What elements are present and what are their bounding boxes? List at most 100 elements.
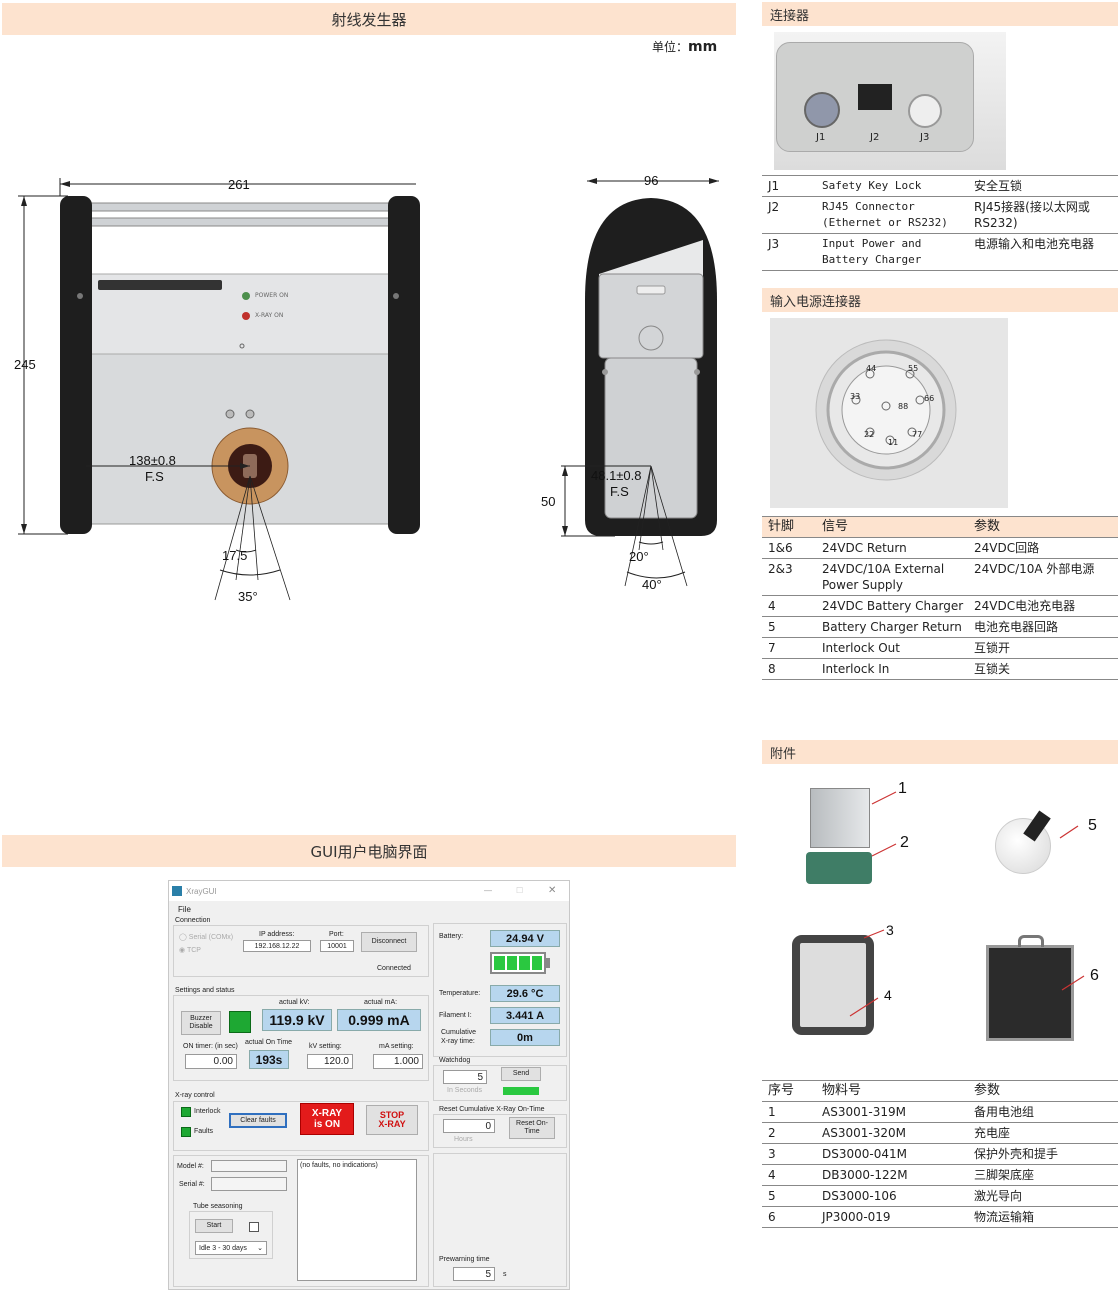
side-height-dim: 50 bbox=[541, 494, 556, 509]
param-cell: 24VDC电池充电器 bbox=[968, 595, 1118, 617]
acc-table-header: 序号物料号参数 bbox=[762, 1080, 1118, 1102]
gui-titlebar: XrayGUI — ☐ ✕ bbox=[169, 881, 569, 901]
generator-header-text: 射线发生器 bbox=[331, 10, 407, 29]
send-button[interactable]: Send bbox=[501, 1067, 541, 1081]
serial-input[interactable] bbox=[211, 1177, 287, 1191]
front-angle-small: 17.5 bbox=[222, 548, 248, 563]
reset-input[interactable]: 0 bbox=[443, 1119, 495, 1133]
on-timer-input[interactable]: 0.00 bbox=[185, 1054, 237, 1069]
maximize-icon[interactable]: ☐ bbox=[516, 886, 524, 895]
gui-header-text: GUI用户电脑界面 bbox=[310, 842, 428, 861]
filament-label: Filament I: bbox=[439, 1012, 472, 1019]
disconnect-button[interactable]: Disconnect bbox=[361, 932, 417, 952]
pin-table-header: 针脚信号参数 bbox=[762, 516, 1118, 538]
kv-setting-input[interactable]: 120.0 bbox=[307, 1054, 353, 1069]
clear-faults-button[interactable]: Clear faults bbox=[229, 1113, 287, 1128]
acc-part: DS3000-041M bbox=[816, 1143, 968, 1165]
battery-pack-image bbox=[810, 788, 870, 848]
gui-window-title: XrayGUI bbox=[186, 887, 217, 896]
acc-param: 充电座 bbox=[968, 1122, 1118, 1144]
seasoning-checkbox[interactable] bbox=[249, 1222, 259, 1232]
messages-text: (no faults, no indications) bbox=[300, 1162, 378, 1169]
pin-col-header: 针脚 bbox=[762, 516, 816, 538]
front-focal-sub: F.S bbox=[145, 469, 164, 484]
j2-photo-label: J2 bbox=[870, 132, 880, 143]
pin-cell: 7 bbox=[762, 637, 816, 659]
pin-cell: 2&3 bbox=[762, 558, 816, 596]
part-col-header: 物料号 bbox=[816, 1080, 968, 1102]
side-width-dim: 96 bbox=[644, 173, 659, 188]
reset-unit: Hours bbox=[454, 1136, 473, 1143]
faults-led bbox=[181, 1127, 191, 1137]
watchdog-led bbox=[503, 1087, 539, 1095]
actual-ma-label: actual mA: bbox=[364, 999, 398, 1006]
buzzer-disable-button[interactable]: Buzzer Disable bbox=[181, 1011, 221, 1035]
actual-kv-label: actual kV: bbox=[279, 999, 310, 1006]
param-cell: 互锁开 bbox=[968, 637, 1118, 659]
ma-setting-input[interactable]: 1.000 bbox=[373, 1054, 423, 1069]
interlock-led bbox=[181, 1107, 191, 1117]
signal-cell: Interlock Out bbox=[816, 637, 968, 659]
prewarm-input[interactable]: 5 bbox=[453, 1267, 495, 1281]
j1-keylock bbox=[804, 92, 840, 128]
param-cell: 24VDC/10A 外部电源 bbox=[968, 558, 1118, 596]
radio-serial[interactable]: ◯ Serial (COMx) bbox=[179, 934, 234, 941]
interlock-label: Interlock bbox=[194, 1108, 221, 1115]
actual-kv-display: 119.9 kV bbox=[262, 1009, 332, 1031]
model-label: Model #: bbox=[177, 1163, 204, 1170]
connector-desc: RJ45接器(接以太网或RS232) bbox=[968, 196, 1118, 234]
gui-header: GUI用户电脑界面 bbox=[2, 835, 736, 867]
acc-param-col-header: 参数 bbox=[968, 1080, 1118, 1102]
idle-select[interactable]: Idle 3 - 30 days⌄ bbox=[195, 1241, 267, 1255]
side-focal-dim: 48.1±0.8 bbox=[591, 468, 642, 483]
ma-setting-label: mA setting: bbox=[379, 1043, 414, 1050]
acc-no: 5 bbox=[762, 1185, 816, 1207]
acc-param: 备用电池组 bbox=[968, 1101, 1118, 1123]
pin-label: 11 bbox=[888, 438, 899, 447]
actual-ma-display: 0.999 mA bbox=[337, 1009, 421, 1031]
minimize-icon[interactable]: — bbox=[484, 886, 492, 895]
pin-label: 66 bbox=[924, 394, 935, 403]
pin-label: 55 bbox=[908, 364, 919, 373]
front-view-drawing bbox=[18, 178, 420, 601]
watchdog-input[interactable]: 5 bbox=[443, 1070, 487, 1084]
prewarm-unit: s bbox=[503, 1271, 507, 1278]
pin-cell: 4 bbox=[762, 595, 816, 617]
tube-seasoning-label: Tube seasoning bbox=[193, 1203, 243, 1210]
front-height-dim: 245 bbox=[14, 357, 36, 372]
reset-ontime-button[interactable]: Reset On-Time bbox=[509, 1117, 555, 1139]
connector-signal: Input Power and Battery Charger bbox=[816, 233, 968, 271]
menu-file[interactable]: File bbox=[178, 905, 191, 914]
connector-signal: Safety Key Lock bbox=[816, 175, 968, 197]
app-icon bbox=[172, 886, 182, 896]
temperature-display: 29.6 °C bbox=[490, 985, 560, 1002]
acc-param: 保护外壳和提手 bbox=[968, 1143, 1118, 1165]
battery-cell bbox=[506, 956, 517, 970]
signal-cell: 24VDC Return bbox=[816, 537, 968, 559]
accessory-callout-3: 3 bbox=[886, 922, 894, 938]
radio-tcp[interactable]: ◉ TCP bbox=[179, 947, 201, 954]
port-input[interactable]: 10001 bbox=[320, 940, 354, 952]
transport-case-handle bbox=[1018, 935, 1044, 947]
indicator-xray-label: X-RAY ON bbox=[255, 312, 284, 319]
j3-photo-label: J3 bbox=[920, 132, 930, 143]
battery-display: 24.94 V bbox=[490, 930, 560, 947]
connector-header: 连接器 bbox=[762, 2, 1118, 26]
close-icon[interactable]: ✕ bbox=[548, 885, 557, 896]
messages-box: (no faults, no indications) bbox=[297, 1159, 417, 1281]
cumulative-label-2: X-ray time: bbox=[441, 1038, 475, 1045]
idle-select-value: Idle 3 - 30 days bbox=[199, 1244, 247, 1252]
model-input[interactable] bbox=[211, 1160, 287, 1172]
ip-input[interactable]: 192.168.12.22 bbox=[243, 940, 311, 952]
start-button[interactable]: Start bbox=[195, 1219, 233, 1233]
connection-status: Connected bbox=[377, 965, 411, 972]
